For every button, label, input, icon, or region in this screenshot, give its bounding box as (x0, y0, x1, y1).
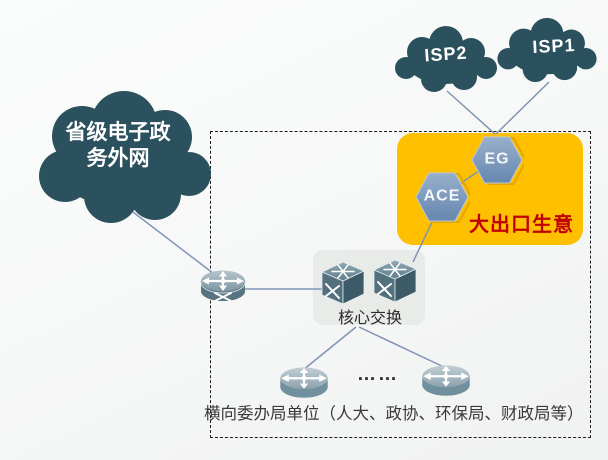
link-isp2-to-eg (446, 90, 496, 135)
provincial-cloud-label-line1: 省级电子政 (65, 121, 171, 144)
isp1-cloud-label: ISP1 (531, 34, 576, 58)
eg-label: EG (484, 150, 510, 168)
switch-x-icon (377, 281, 392, 297)
isp2-cloud-icon (395, 26, 497, 92)
core-switch-icon-1 (321, 261, 365, 305)
core-switch-label: 核心交换 (337, 310, 402, 327)
ace-label: ACE (423, 187, 461, 205)
ellipsis-label: …… (357, 364, 399, 385)
isp1-cloud-icon (497, 17, 597, 83)
eg-hexagon: EG (470, 135, 528, 185)
switch-x-icon (325, 283, 340, 299)
branch-router-icon-1 (280, 367, 328, 398)
ace-hexagon: ACE (414, 171, 474, 223)
provincial-cloud-icon (39, 91, 211, 223)
zone-title: 大出口生意 (469, 214, 574, 236)
provincial-cloud-label-line2: 务外网 (86, 147, 150, 170)
router-x-icon (214, 292, 232, 302)
switch-asterisk-icon (331, 264, 355, 279)
provincial-cloud-label: 省级电子政 务外网 (52, 120, 184, 172)
core-switch-icon-2 (373, 259, 417, 303)
link-isp1-to-eg (495, 81, 550, 135)
switch-asterisk-icon (383, 262, 407, 277)
branch-router-icon-2 (422, 365, 470, 396)
edge-router-icon (200, 270, 246, 302)
bureau-units-label: 横向委办局单位（人大、政协、环保局、财政局等） (204, 405, 584, 423)
